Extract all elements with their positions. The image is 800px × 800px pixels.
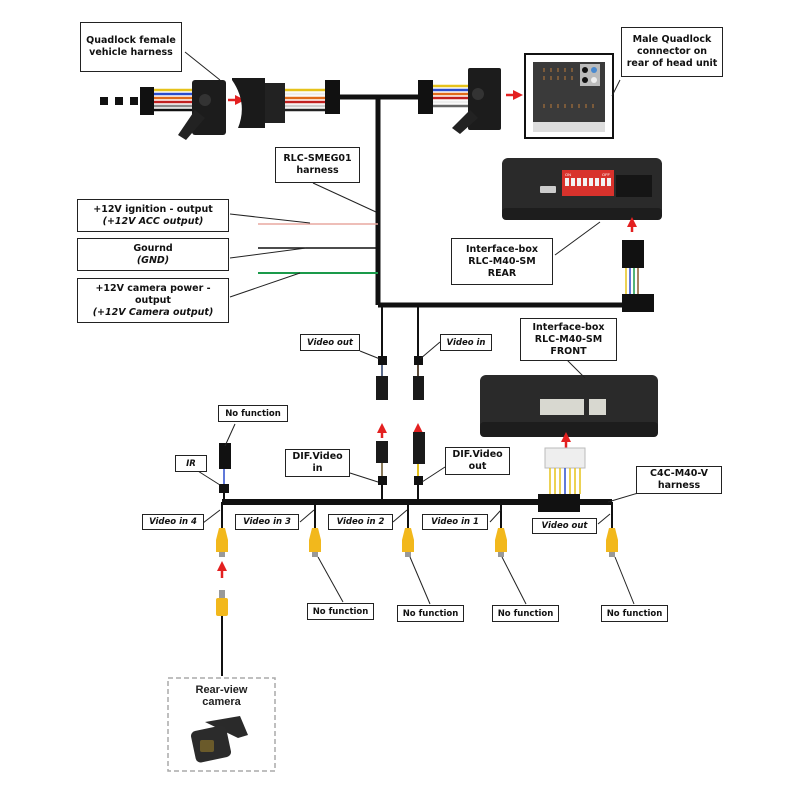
label-line: (+12V Camera output) (92, 306, 214, 318)
label-rlc-smeg01: RLC-SMEG01 harness (275, 147, 360, 183)
dif-video-in-lead (376, 441, 388, 502)
label-no-function-ir: No function (218, 405, 288, 422)
usb-port (540, 186, 556, 193)
video-out-lead (376, 305, 388, 438)
label-line: out (468, 461, 487, 472)
label-line: (+12V ACC output) (102, 215, 204, 227)
label-line: connector on (636, 46, 708, 57)
label-line: in (312, 463, 323, 474)
label-line: output (135, 294, 171, 306)
rca-plug (402, 502, 414, 557)
label-dif-video-out: DIF.Video out (445, 447, 510, 475)
front-port-large (540, 399, 584, 415)
label-video-out-top: Video out (300, 334, 360, 351)
label-c4c-harness: C4C-M40-V harness (636, 466, 722, 494)
label-line: +12V ignition - output (93, 203, 213, 215)
dif-video-out-lead (413, 432, 425, 502)
dip-switch (562, 170, 614, 196)
label-line: Interface-box (466, 243, 538, 255)
label-line: RLC-SMEG01 (283, 153, 352, 164)
label-dif-video-in: DIF.Video in (285, 449, 350, 477)
label-line: vehicle harness (89, 47, 173, 58)
front-port-small (589, 399, 606, 415)
label-line: harness (296, 165, 339, 176)
label-line: Gournd (133, 242, 173, 254)
label-line: Rear-view (195, 684, 248, 696)
rca-plug (216, 502, 228, 557)
label-line: camera (202, 696, 241, 708)
label-quadlock-female: Quadlock female vehicle harness (80, 22, 182, 72)
label-rear-camera: Rear-view camera (168, 684, 275, 708)
video-in-lead (413, 305, 424, 438)
label-line: RLC-M40-SM (534, 333, 603, 345)
label-line: FRONT (550, 345, 587, 357)
rca-plug (606, 520, 618, 557)
rca-connectors (216, 502, 618, 557)
label-line: harness (657, 480, 701, 491)
dip-on-label: ON (565, 172, 571, 177)
rca-plug (495, 502, 507, 557)
label-ignition: +12V ignition - output (+12V ACC output) (77, 199, 229, 232)
label-line: Quadlock female (86, 35, 176, 46)
label-no-function-1: No function (307, 603, 374, 620)
smeg01-trunk-cable (340, 94, 632, 308)
label-line: RLC-M40-SM (468, 255, 536, 267)
rear-camera-box (167, 677, 276, 772)
rca-plug (309, 502, 321, 557)
ir-lead (219, 443, 231, 502)
label-no-function-2: No function (397, 605, 464, 622)
male-quadlock-head-unit (524, 53, 614, 139)
label-line: Male Quadlock (632, 34, 712, 45)
label-video-in-1: Video in 1 (422, 514, 488, 530)
label-line: C4C-M40-V (650, 468, 708, 479)
quadlock-female-connector (140, 80, 226, 140)
label-line: DIF.Video (292, 451, 343, 462)
dip-off-label: OFF (602, 172, 611, 177)
label-video-in-4: Video in 4 (142, 514, 204, 530)
rear-plug (622, 240, 654, 312)
label-interface-rear: Interface-box RLC-M40-SM REAR (451, 238, 553, 285)
continuation-dots (100, 97, 138, 105)
rear-port (616, 175, 652, 197)
label-line: +12V camera power - (95, 282, 211, 294)
label-video-out-bottom: Video out (532, 518, 597, 534)
label-interface-front: Interface-box RLC-M40-SM FRONT (520, 318, 617, 361)
label-camera-power: +12V camera power - output (+12V Camera … (77, 278, 229, 323)
label-video-in-3: Video in 3 (235, 514, 299, 530)
smeg01-male-connector (418, 68, 501, 134)
label-ground: Gournd (GND) (77, 238, 229, 271)
camera-rca-plug (216, 590, 228, 676)
interface-box-rear: ON OFF (502, 158, 662, 220)
smeg01-female-connector (232, 78, 340, 128)
label-line: (GND) (136, 254, 170, 266)
label-line: REAR (487, 267, 517, 279)
label-male-quadlock: Male Quadlock connector on rear of head … (621, 27, 723, 77)
label-line: Interface-box (532, 321, 605, 333)
label-video-in-top: Video in (440, 334, 492, 351)
label-no-function-3: No function (492, 605, 559, 622)
label-video-in-2: Video in 2 (328, 514, 393, 530)
label-ir: IR (175, 455, 207, 472)
interface-box-front (480, 375, 658, 437)
label-line: DIF.Video (452, 449, 503, 460)
label-no-function-4: No function (601, 605, 668, 622)
rear-camera-icon (190, 716, 248, 763)
label-line: rear of head unit (626, 58, 718, 69)
